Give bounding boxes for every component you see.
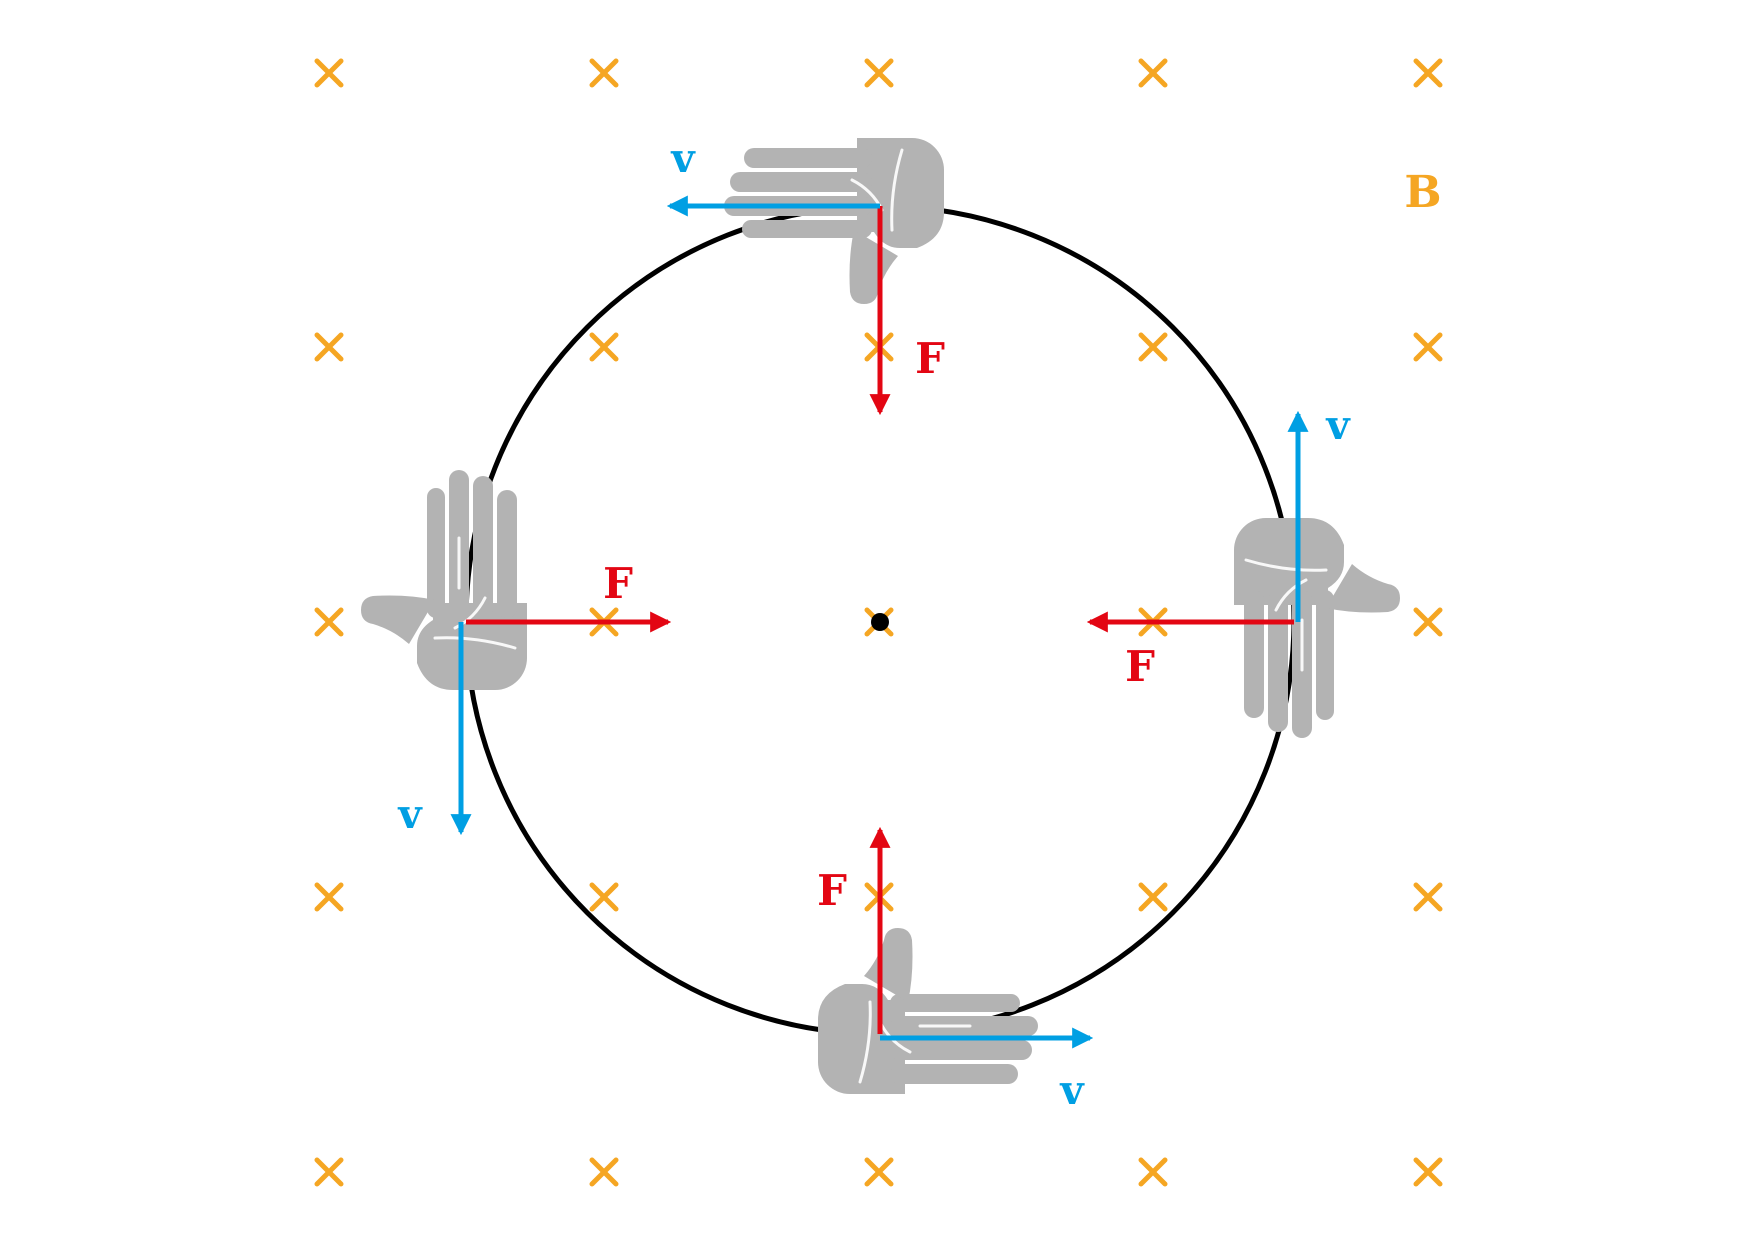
field-cross-icon xyxy=(1413,882,1443,912)
field-cross-icon xyxy=(314,882,344,912)
field-cross-icon xyxy=(1138,1157,1168,1187)
right-hand-icon-top xyxy=(722,136,946,306)
field-cross-icon xyxy=(1413,332,1443,362)
velocity-label-bottom: v xyxy=(1059,1067,1085,1114)
velocity-label-right: v xyxy=(1325,402,1351,449)
field-cross-icon xyxy=(589,332,619,362)
field-cross-icon xyxy=(1413,607,1443,637)
force-label-top: F xyxy=(915,334,945,383)
field-cross-icon xyxy=(1138,58,1168,88)
right-hand-icon-right xyxy=(1232,516,1402,740)
field-cross-icon xyxy=(1413,1157,1443,1187)
field-cross-icon xyxy=(864,58,894,88)
force-label-bottom: F xyxy=(817,866,847,915)
field-cross-icon xyxy=(314,1157,344,1187)
field-cross-icon xyxy=(1413,58,1443,88)
field-label-b: B xyxy=(1404,167,1441,218)
velocity-label-left: v xyxy=(397,791,423,838)
force-label-right: F xyxy=(1125,642,1155,691)
force-label-left: F xyxy=(603,559,633,608)
field-cross-icon xyxy=(314,607,344,637)
field-cross-icon xyxy=(1138,882,1168,912)
center-point-icon xyxy=(871,613,889,631)
field-cross-icon xyxy=(1138,332,1168,362)
field-cross-icon xyxy=(589,882,619,912)
right-hand-icon-bottom xyxy=(816,926,1040,1096)
velocity-label-top: v xyxy=(670,135,696,182)
field-cross-icon xyxy=(589,58,619,88)
field-cross-icon xyxy=(314,332,344,362)
field-cross-icon xyxy=(589,1157,619,1187)
field-cross-icon xyxy=(314,58,344,88)
right-hand-icon-left xyxy=(359,468,529,692)
field-cross-icon xyxy=(864,1157,894,1187)
